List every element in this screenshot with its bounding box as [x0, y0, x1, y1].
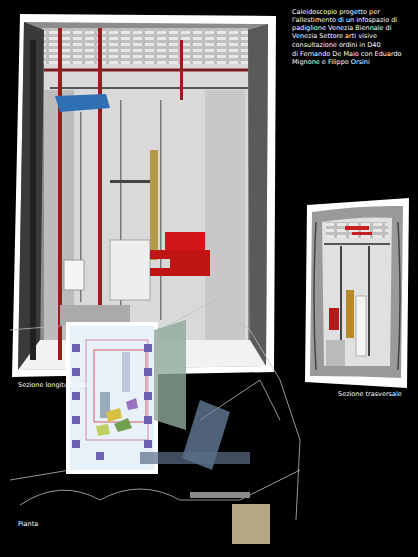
authors-note: di Fernando De Maio con Eduardo Mignone … — [292, 50, 412, 66]
transverse-section — [305, 198, 409, 388]
plan — [10, 300, 300, 544]
drawing-label: Sezione trasversale — [338, 390, 414, 398]
drawing-label: Pianta — [18, 520, 78, 528]
drawing-label: Sezione longitudinale — [18, 381, 158, 389]
project-title: Caleidoscopio progetto per l'allestiment… — [292, 8, 412, 49]
